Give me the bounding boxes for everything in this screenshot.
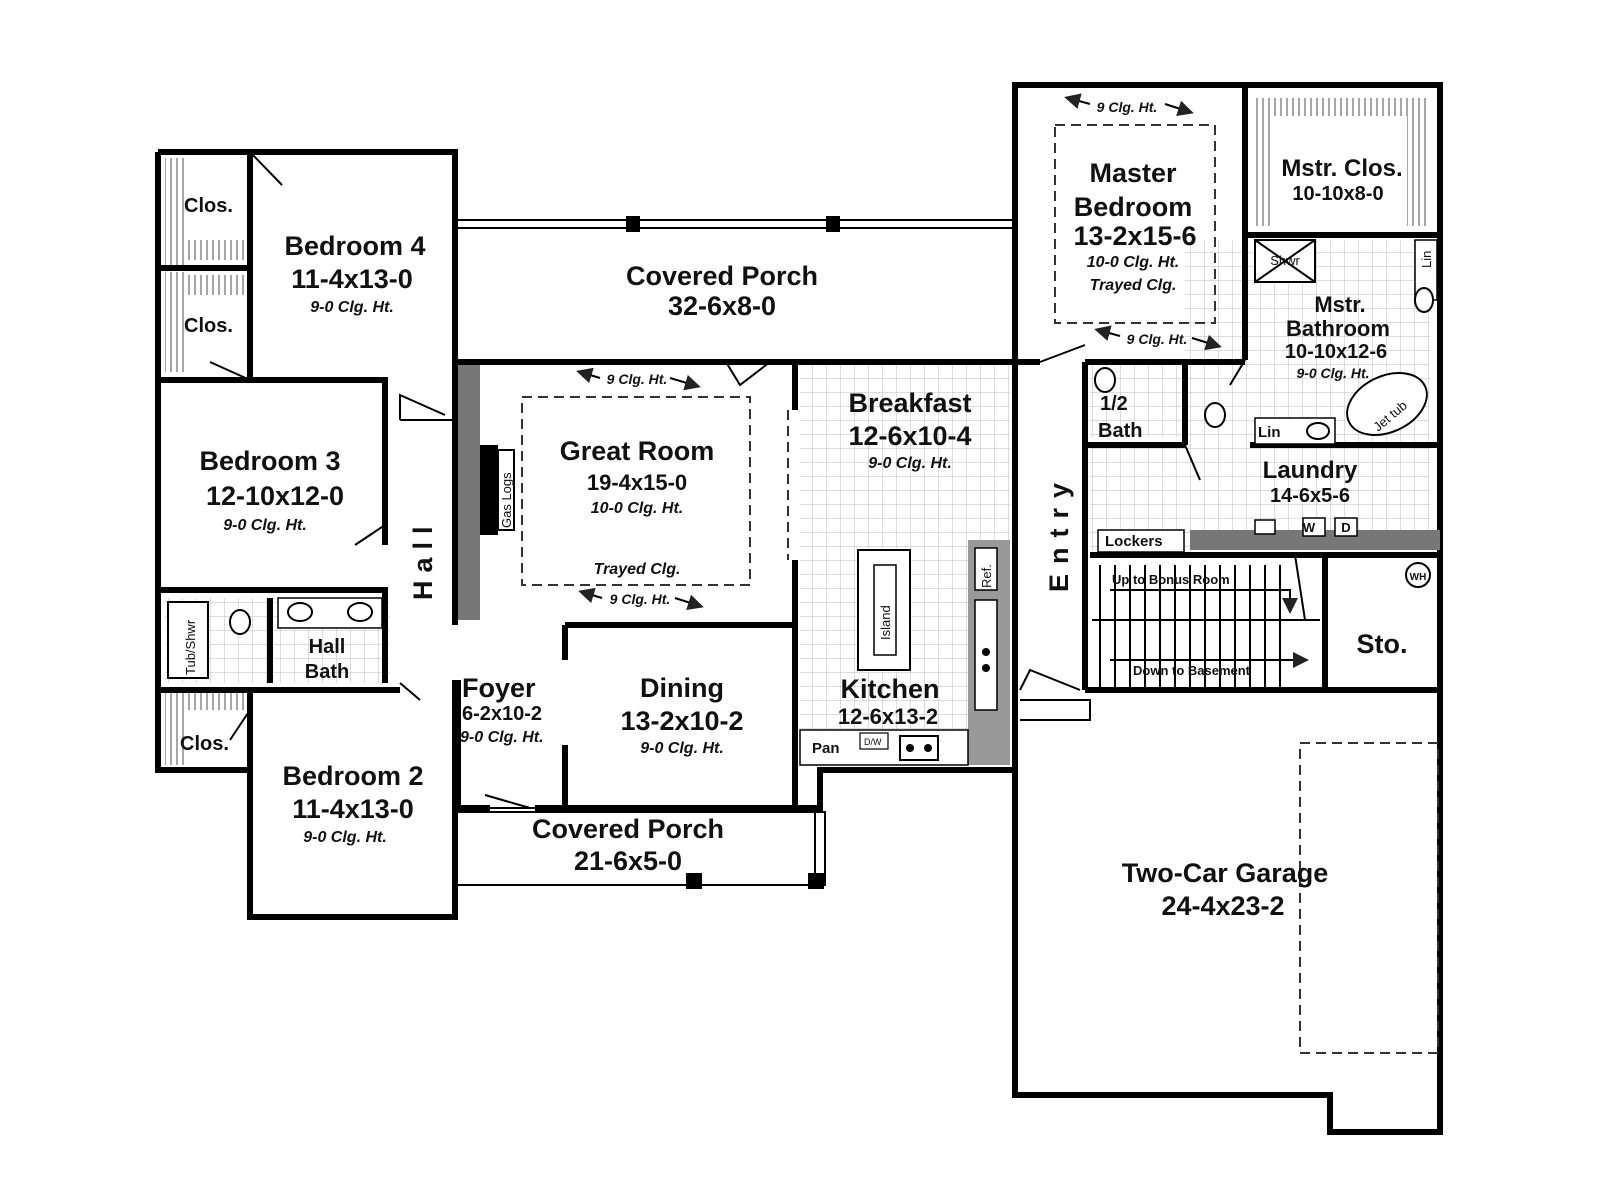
hall-bath-name2: Bath xyxy=(305,661,349,683)
great-room-ceiling: 10-0 Clg. Ht. xyxy=(591,500,683,517)
linen-label-2: Lin xyxy=(1258,424,1281,441)
closet-label: Clos. xyxy=(184,195,233,217)
rear-porch-name: Covered Porch xyxy=(626,261,818,291)
master-bath-name-2: Bathroom xyxy=(1286,316,1390,341)
pantry-label: Pan xyxy=(812,740,840,757)
master-dims: 13-2x15-6 xyxy=(1073,221,1196,251)
great-room-name: Great Room xyxy=(560,436,715,466)
hall-label: Hall xyxy=(408,518,438,600)
water-heater-label: WH xyxy=(1410,572,1427,583)
master-name-1: Master xyxy=(1089,158,1177,188)
master-bath-dims: 10-10x12-6 xyxy=(1285,341,1387,363)
master-name-2: Bedroom xyxy=(1074,192,1193,222)
breakfast-name: Breakfast xyxy=(848,388,971,418)
dining-ceiling: 9-0 Clg. Ht. xyxy=(640,740,724,757)
garage-dims: 24-4x23-2 xyxy=(1161,891,1284,921)
bedroom3-name: Bedroom 3 xyxy=(199,446,340,476)
rear-porch-dims: 32-6x8-0 xyxy=(668,291,776,321)
kitchen-dims: 12-6x13-2 xyxy=(838,704,938,729)
closet-shelving xyxy=(165,98,1427,765)
half-bath-name-1: 1/2 xyxy=(1100,393,1128,415)
stairs-up-label: Up to Bonus Room xyxy=(1112,572,1230,587)
shower-label: Shwr xyxy=(1270,253,1300,268)
doors xyxy=(209,151,1306,809)
master-tray-note: Trayed Clg. xyxy=(1090,277,1177,294)
foyer-name: Foyer xyxy=(462,673,536,703)
room-labels: Clos. Clos. Clos. Bedroom 4 11-4x13-0 9-… xyxy=(180,99,1434,921)
kitchen-fixtures xyxy=(799,540,1010,766)
fridge-label: Ref. xyxy=(979,564,994,588)
bedroom2-dims: 11-4x13-0 xyxy=(292,794,414,824)
foyer-ceiling: 9-0 Clg. Ht. xyxy=(460,729,544,746)
breakfast-dims: 12-6x10-4 xyxy=(848,421,971,451)
ceiling-arrows xyxy=(576,93,1222,610)
front-porch-dims: 21-6x5-0 xyxy=(574,846,682,876)
great-room-dims: 19-4x15-0 xyxy=(587,470,687,495)
bedroom4-dims: 11-4x13-0 xyxy=(291,264,413,294)
dining-name: Dining xyxy=(640,673,724,703)
garage-name: Two-Car Garage xyxy=(1122,858,1329,888)
storage-name: Sto. xyxy=(1357,629,1408,659)
porch-posts xyxy=(626,216,840,889)
fireplace xyxy=(458,365,515,620)
great-room-tray-note: Trayed Clg. xyxy=(594,561,681,578)
master-ceiling: 10-0 Clg. Ht. xyxy=(1087,254,1179,271)
great-room-soffit-bottom: 9 Clg. Ht. xyxy=(610,591,671,607)
bedroom2-ceiling: 9-0 Clg. Ht. xyxy=(303,829,387,846)
laundry-dims: 14-6x5-6 xyxy=(1270,485,1350,507)
island-label: Island xyxy=(878,605,893,640)
stairs-down-label: Down to Basement xyxy=(1133,663,1251,678)
half-bath-name-2: Bath xyxy=(1098,420,1142,442)
hall-bath-name1: Hall xyxy=(309,636,346,658)
kitchen-name: Kitchen xyxy=(840,674,939,704)
master-tray-ceiling xyxy=(1054,124,1216,324)
master-soffit-bottom: 9 Clg. Ht. xyxy=(1127,331,1188,347)
master-closet-name: Mstr. Clos. xyxy=(1281,155,1402,182)
front-porch-name: Covered Porch xyxy=(532,814,724,844)
tub-shower-label: Tub/Shwr xyxy=(183,619,198,675)
bedroom3-ceiling: 9-0 Clg. Ht. xyxy=(223,517,307,534)
lockers-label: Lockers xyxy=(1105,533,1163,550)
breakfast-ceiling: 9-0 Clg. Ht. xyxy=(868,455,952,472)
bedroom2-name: Bedroom 2 xyxy=(282,761,423,791)
stairs xyxy=(1099,565,1309,690)
master-bath-name-1: Mstr. xyxy=(1314,292,1365,317)
dryer-label: D xyxy=(1341,520,1350,535)
dishwasher-label: D/W xyxy=(864,737,882,747)
entry-label: Entry xyxy=(1044,473,1074,592)
master-soffit-top: 9 Clg. Ht. xyxy=(1097,99,1158,115)
dining-dims: 13-2x10-2 xyxy=(620,706,743,736)
great-room-tray-ceiling xyxy=(521,396,751,586)
bedroom3-dims: 12-10x12-0 xyxy=(206,481,344,511)
washer-label: W xyxy=(1303,520,1316,535)
master-bath-ceiling: 9-0 Clg. Ht. xyxy=(1296,365,1369,381)
bath-fixtures xyxy=(167,239,1440,679)
gas-logs-label: Gas Logs xyxy=(499,472,514,528)
bedroom4-ceiling: 9-0 Clg. Ht. xyxy=(310,299,394,316)
walls xyxy=(155,82,1443,1135)
closet-label: Clos. xyxy=(180,733,229,755)
laundry-name: Laundry xyxy=(1263,457,1358,484)
master-closet-dims: 10-10x8-0 xyxy=(1292,183,1383,205)
great-room-soffit-top: 9 Clg. Ht. xyxy=(607,371,668,387)
linen-label: Lin xyxy=(1419,251,1434,268)
closet-label: Clos. xyxy=(184,315,233,337)
garage-door-outline xyxy=(1299,742,1439,1054)
bedroom4-name: Bedroom 4 xyxy=(284,231,425,261)
foyer-dims: 6-2x10-2 xyxy=(462,703,542,725)
